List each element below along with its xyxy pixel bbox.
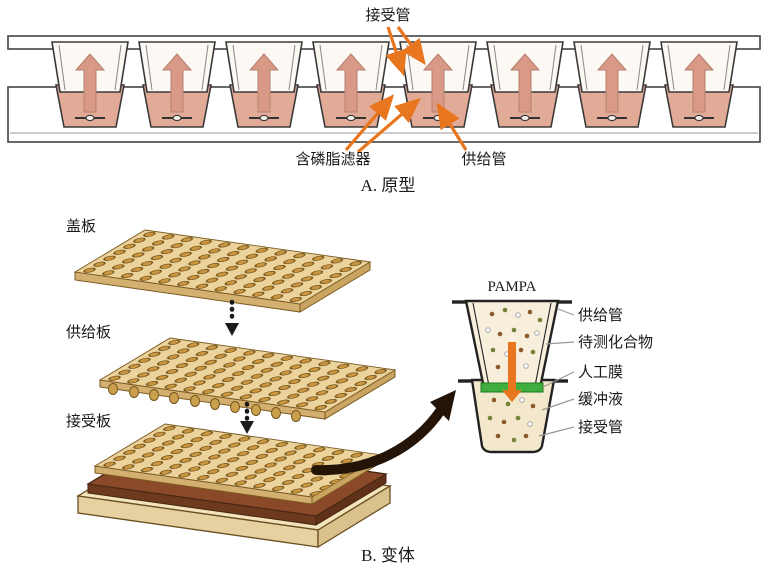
- detail-leader-lines: [538, 308, 575, 437]
- pampa-well-detail: PAMPA: [452, 279, 653, 454]
- base-tray-side: [317, 484, 391, 549]
- donor-cup-inner-wall-right: [534, 302, 552, 387]
- section-a-prototype: 接受管 含磷脂滤器 供给管 A. 原型: [7, 7, 761, 195]
- well-unit: [225, 41, 303, 128]
- stack-arrow-1-head: [225, 323, 239, 336]
- receiver-slab-side: [315, 473, 387, 526]
- donor-tube-arrow: [436, 102, 468, 151]
- donor-cup-inner-wall-left: [472, 302, 490, 387]
- filter-arrow: [344, 94, 395, 152]
- well-unit: [138, 41, 216, 128]
- receiver-tube-arrow: [385, 26, 407, 77]
- detail-label-artificial-membrane: 人工膜: [578, 364, 623, 381]
- receiver-tube-arrow-2: [396, 26, 426, 66]
- label-receiver-plate: 接受板: [66, 412, 111, 430]
- donor-plate-tube-stubs: [108, 383, 301, 422]
- well-unit: [660, 41, 738, 128]
- donor-plate-holes: [100, 338, 396, 412]
- section-b-variant: 盖板 供给板 接受板 B. 变体: [66, 217, 456, 565]
- detail-label-test-compound: 待测化合物: [578, 334, 653, 351]
- label-donor-plate: 供给板: [66, 323, 111, 341]
- well-unit: [399, 41, 477, 128]
- well-unit: [573, 41, 651, 128]
- label-phospholipid-filter: 含磷脂滤器: [295, 151, 370, 168]
- flux-arrow: [502, 342, 522, 402]
- detail-label-receiver-tube: 接受管: [578, 419, 623, 436]
- cover-plate-holes: [75, 230, 371, 304]
- label-cover-plate: 盖板: [66, 217, 96, 235]
- pampa-title: PAMPA: [488, 279, 537, 295]
- label-donor-tube: 供给管: [461, 151, 506, 168]
- receiver-plate-stack: [76, 423, 392, 549]
- donor-cup-dots: [485, 307, 543, 370]
- zoom-curved-arrow-head: [430, 390, 456, 421]
- donor-plate: [98, 337, 397, 422]
- well-unit: [51, 41, 129, 128]
- caption-section-a: A. 原型: [361, 176, 416, 195]
- stack-arrow-2-head: [240, 421, 254, 434]
- detail-label-donor-tube: 供给管: [578, 307, 623, 324]
- detail-label-buffer: 缓冲液: [578, 391, 623, 408]
- stack-arrow-1: [225, 299, 239, 336]
- zoom-curved-arrow: [311, 390, 456, 476]
- caption-section-b: B. 变体: [361, 546, 415, 565]
- filter-arrow-2: [356, 97, 421, 154]
- cover-plate: [73, 229, 372, 313]
- receiver-plate-holes: [95, 424, 382, 498]
- label-receiver-tube: 接受管: [365, 7, 410, 24]
- receiver-cup-dots: [487, 397, 536, 443]
- well-unit: [486, 41, 564, 128]
- stack-arrow-2: [240, 401, 254, 434]
- detail-receiver-cup: [470, 378, 556, 454]
- callout-arrows-a: [344, 26, 468, 154]
